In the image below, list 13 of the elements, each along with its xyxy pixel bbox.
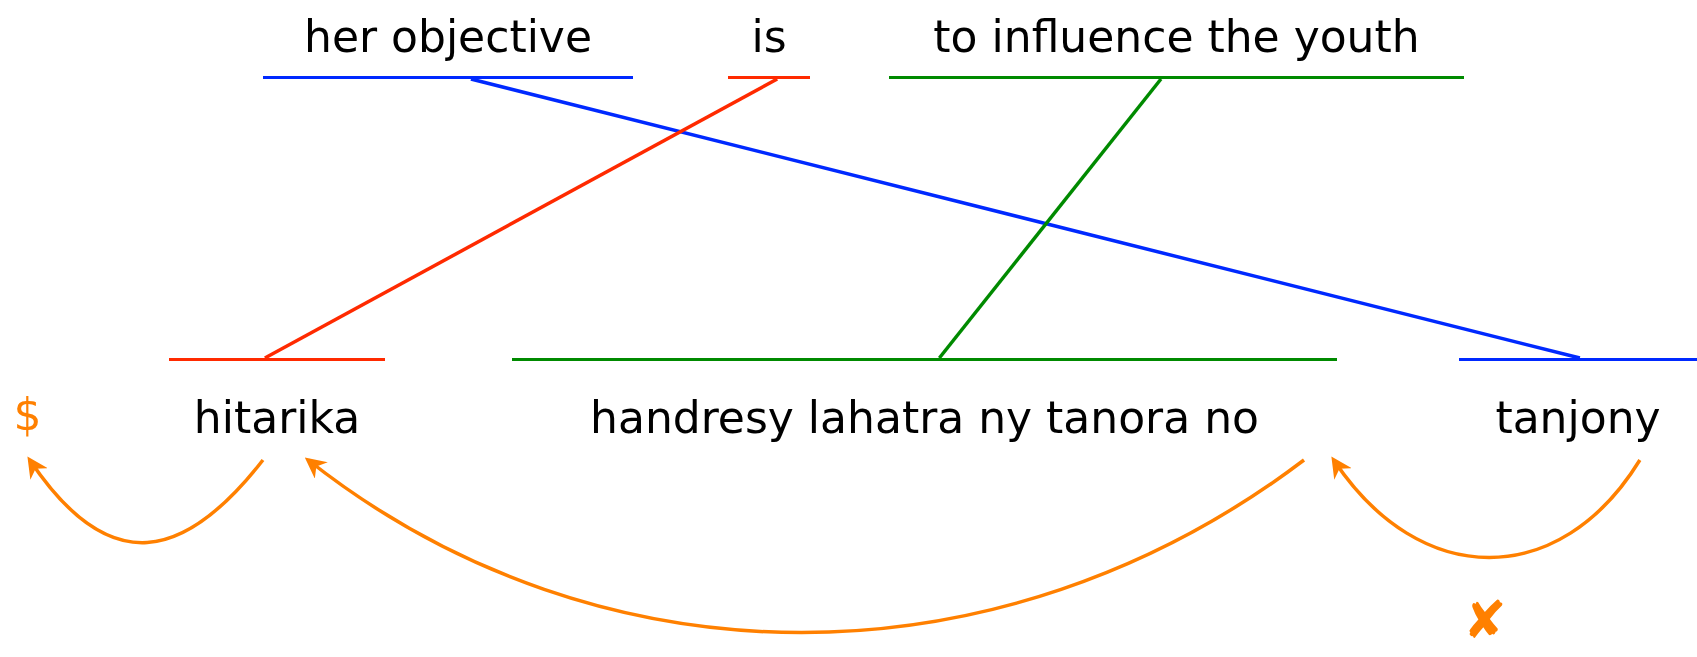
phrase-text: is (751, 15, 787, 59)
curved-arrow (304, 457, 1305, 635)
phrase-text: hitarika (193, 396, 361, 440)
phrase-text: tanjony (1495, 396, 1661, 440)
alignment-line (937, 77, 1163, 360)
curved-arrow (1331, 456, 1642, 560)
phrase-text: to influence the youth (933, 15, 1420, 59)
symbol-text: $ (13, 393, 42, 437)
alignment-line (470, 77, 1581, 360)
alignment-line (264, 77, 779, 360)
curved-arrow (27, 456, 265, 545)
phrase-text: handresy lahatra ny tanora no (590, 396, 1259, 440)
phrase-text: her objective (304, 15, 592, 59)
